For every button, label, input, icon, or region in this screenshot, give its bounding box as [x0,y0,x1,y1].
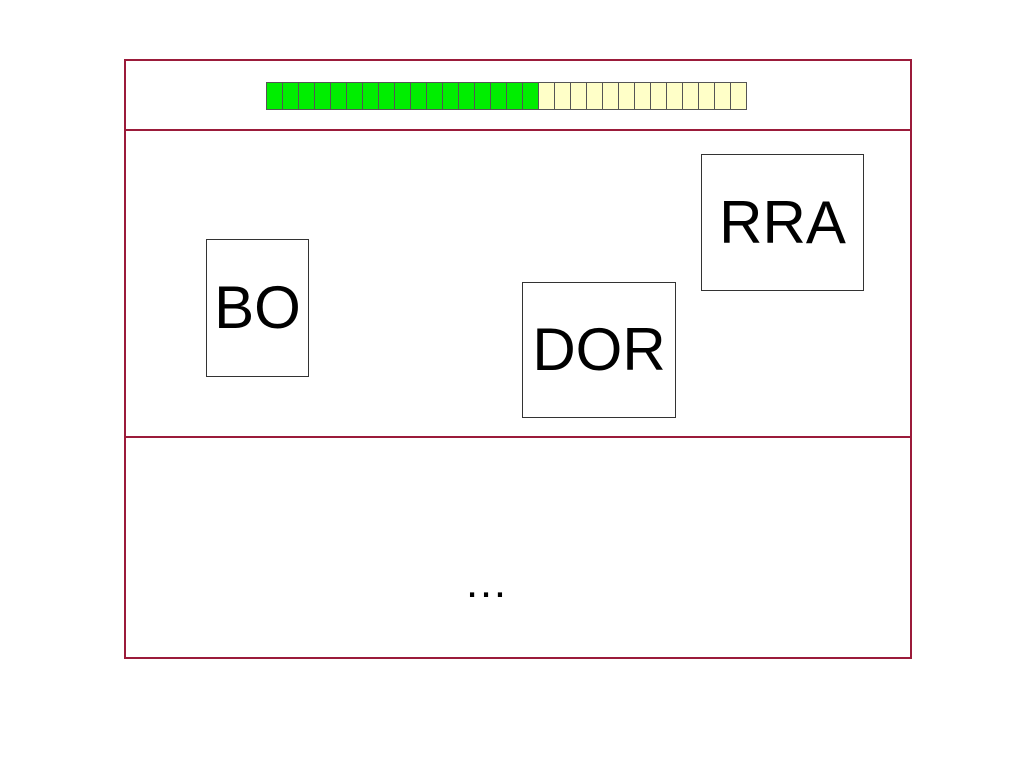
progress-cell-empty [555,82,571,110]
progress-cell-empty [603,82,619,110]
progress-cell-filled [395,82,411,110]
progress-cell-filled [267,82,283,110]
progress-cell-filled [427,82,443,110]
middle-panel: BO DOR RRA [126,131,910,438]
progress-cell-empty [651,82,667,110]
card-rra: RRA [701,154,864,291]
progress-cell-filled [491,82,507,110]
progress-cell-empty [683,82,699,110]
progress-bar [266,82,747,110]
progress-cell-empty [571,82,587,110]
progress-cell-empty [587,82,603,110]
progress-cell-empty [619,82,635,110]
card-bo: BO [206,239,309,377]
progress-cell-filled [411,82,427,110]
progress-cell-empty [539,82,555,110]
progress-cell-filled [379,82,395,110]
progress-cell-filled [443,82,459,110]
bottom-panel: … [126,438,910,657]
ellipsis-text: … [464,558,508,607]
progress-cell-empty [699,82,715,110]
progress-cell-empty [715,82,731,110]
progress-cell-filled [283,82,299,110]
diagram-frame: BO DOR RRA … [124,59,912,659]
card-dor: DOR [522,282,676,418]
progress-cell-empty [635,82,651,110]
progress-cell-filled [331,82,347,110]
progress-cell-empty [667,82,683,110]
progress-cell-filled [363,82,379,110]
top-panel [126,61,910,131]
progress-cell-filled [507,82,523,110]
progress-cell-filled [347,82,363,110]
progress-cell-filled [299,82,315,110]
progress-cell-filled [523,82,539,110]
progress-cell-filled [459,82,475,110]
progress-cell-empty [731,82,747,110]
progress-cell-filled [315,82,331,110]
progress-cell-filled [475,82,491,110]
